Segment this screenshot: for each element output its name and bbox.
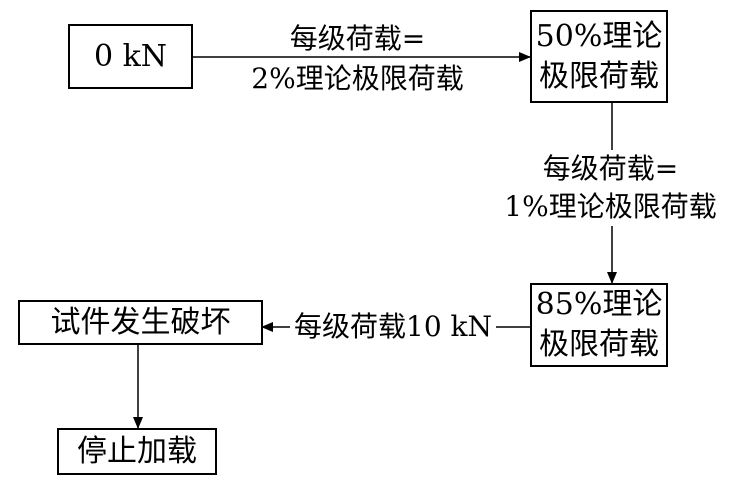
node-stage2-label-line1: 85%理论 [535,287,663,322]
edge-label-stage1-to-stage2-line1: 每级荷载= [542,152,679,185]
node-stage1-label-line1: 50%理论 [535,18,663,54]
edge-label-stage1-to-stage2: 每级荷载= 1%理论极限荷载 [488,150,733,226]
node-stage2-label-line2: 极限荷载 [539,327,659,362]
node-failure: 试件发生破坏 [18,300,263,345]
node-stop-label: 停止加载 [77,433,197,469]
node-stage2: 85%理论 极限荷载 [530,283,668,367]
edge-label-stage1-to-stage2-line2: 1%理论极限荷载 [504,190,717,223]
edge-label-start-to-stage1-line1: 每级荷载= [289,22,426,55]
edge-label-start-to-stage1-line2: 2%理论极限荷载 [251,62,464,95]
node-stop: 停止加载 [57,428,217,475]
node-stage1-label-line2: 极限荷载 [539,58,659,94]
node-start: 0 kN [68,24,193,89]
node-stage1: 50%理论 极限荷载 [530,10,668,103]
edge-label-stage2-to-failure-text: 每级荷载10 kN [294,310,492,343]
node-failure-label: 试件发生破坏 [50,304,231,340]
edge-label-start-to-stage1: 每级荷载= 2%理论极限荷载 [235,20,480,98]
node-start-label: 0 kN [93,38,168,74]
edge-label-stage2-to-failure: 每级荷载10 kN [290,308,496,346]
